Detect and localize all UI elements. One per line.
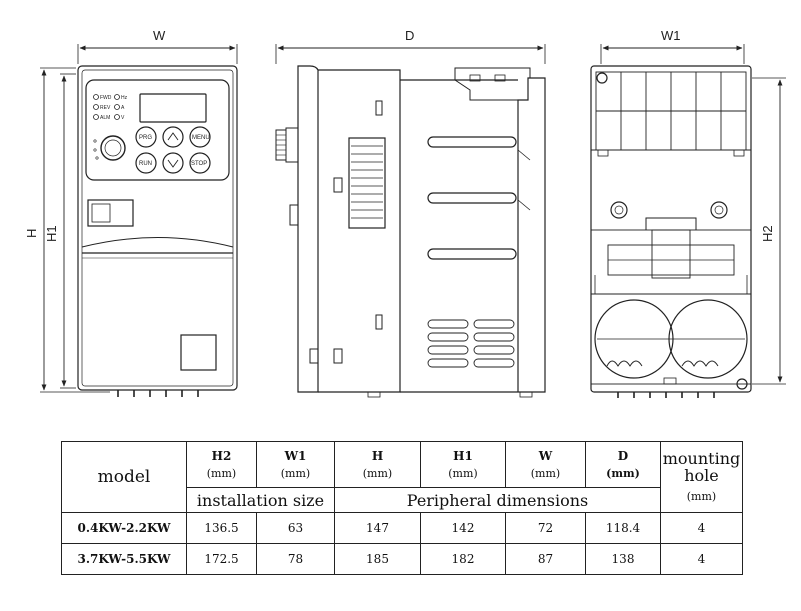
key-label-prg: PRG [139,135,152,141]
side-view [275,44,546,398]
col-d-header: D(mm) [585,441,661,488]
indicator-hz: Hz [121,95,128,101]
value-cell: 87 [505,543,586,575]
key-stop [189,152,211,174]
key-run [135,152,157,174]
indicator-v: V [121,115,125,121]
key-down [162,152,184,174]
label-h2: H2 [760,225,775,242]
value-cell: 136.5 [186,512,257,544]
value-cell: 138 [585,543,661,575]
key-label-menu: MENU [192,135,210,141]
value-cell: 182 [420,543,506,575]
potentiometer-knob [100,135,126,161]
key-prg [135,126,157,148]
value-cell: 142 [420,512,506,544]
indicator-alm: ALM [100,115,110,121]
label-d: D [405,28,414,43]
installation-size-header: installation size [186,487,335,513]
col-h2-header: H2(mm) [186,441,257,488]
model-header: model [61,441,187,513]
back-view [590,44,786,398]
dimensions-table: model H2(mm) W1(mm) H(mm) H1(mm) W(mm) D… [61,441,743,575]
key-label-stop: STOP [191,161,207,167]
indicator-a: A [121,105,125,111]
mounting-hole-top [596,72,608,84]
value-cell: 4 [660,543,743,575]
value-cell: 172.5 [186,543,257,575]
model-cell: 3.7KW-5.5KW [61,543,187,575]
keypad-panel [85,79,230,181]
key-menu [189,126,211,148]
peripheral-dimensions-header: Peripheral dimensions [334,487,661,513]
label-w: W [153,28,166,43]
key-label-run: RUN [139,161,152,167]
value-cell: 72 [505,512,586,544]
label-h1: H1 [44,225,59,242]
mounting-hole-header: mounting hole (mm) [660,441,743,513]
label-w1: W1 [661,28,681,43]
value-cell: 118.4 [585,512,661,544]
dimension-drawing: FWD Hz REV A ALM V PRG MENU RUN STOP W H… [24,28,786,398]
col-w1-header: W1(mm) [256,441,335,488]
value-cell: 4 [660,512,743,544]
table-row: 3.7KW-5.5KW 172.5 78 185 182 87 138 4 [61,543,743,575]
value-cell: 147 [334,512,421,544]
key-up [162,126,184,148]
indicator-fwd: FWD [100,95,112,101]
value-cell: 63 [256,512,335,544]
col-h1-header: H1(mm) [420,441,506,488]
nameplate-box [180,334,217,371]
keypad-connector [87,199,134,227]
value-cell: 78 [256,543,335,575]
keypad-labels: FWD Hz REV A ALM V PRG MENU RUN STOP [100,95,210,167]
value-cell: 185 [334,543,421,575]
label-h: H [24,229,39,238]
side-vent-grille [348,137,386,229]
col-w-header: W(mm) [505,441,586,488]
table-row: 0.4KW-2.2KW 136.5 63 147 142 72 118.4 4 [61,512,743,544]
front-view [40,44,238,397]
col-h-header: H(mm) [334,441,421,488]
led-display [139,93,207,123]
indicator-rev: REV [100,105,111,111]
model-cell: 0.4KW-2.2KW [61,512,187,544]
